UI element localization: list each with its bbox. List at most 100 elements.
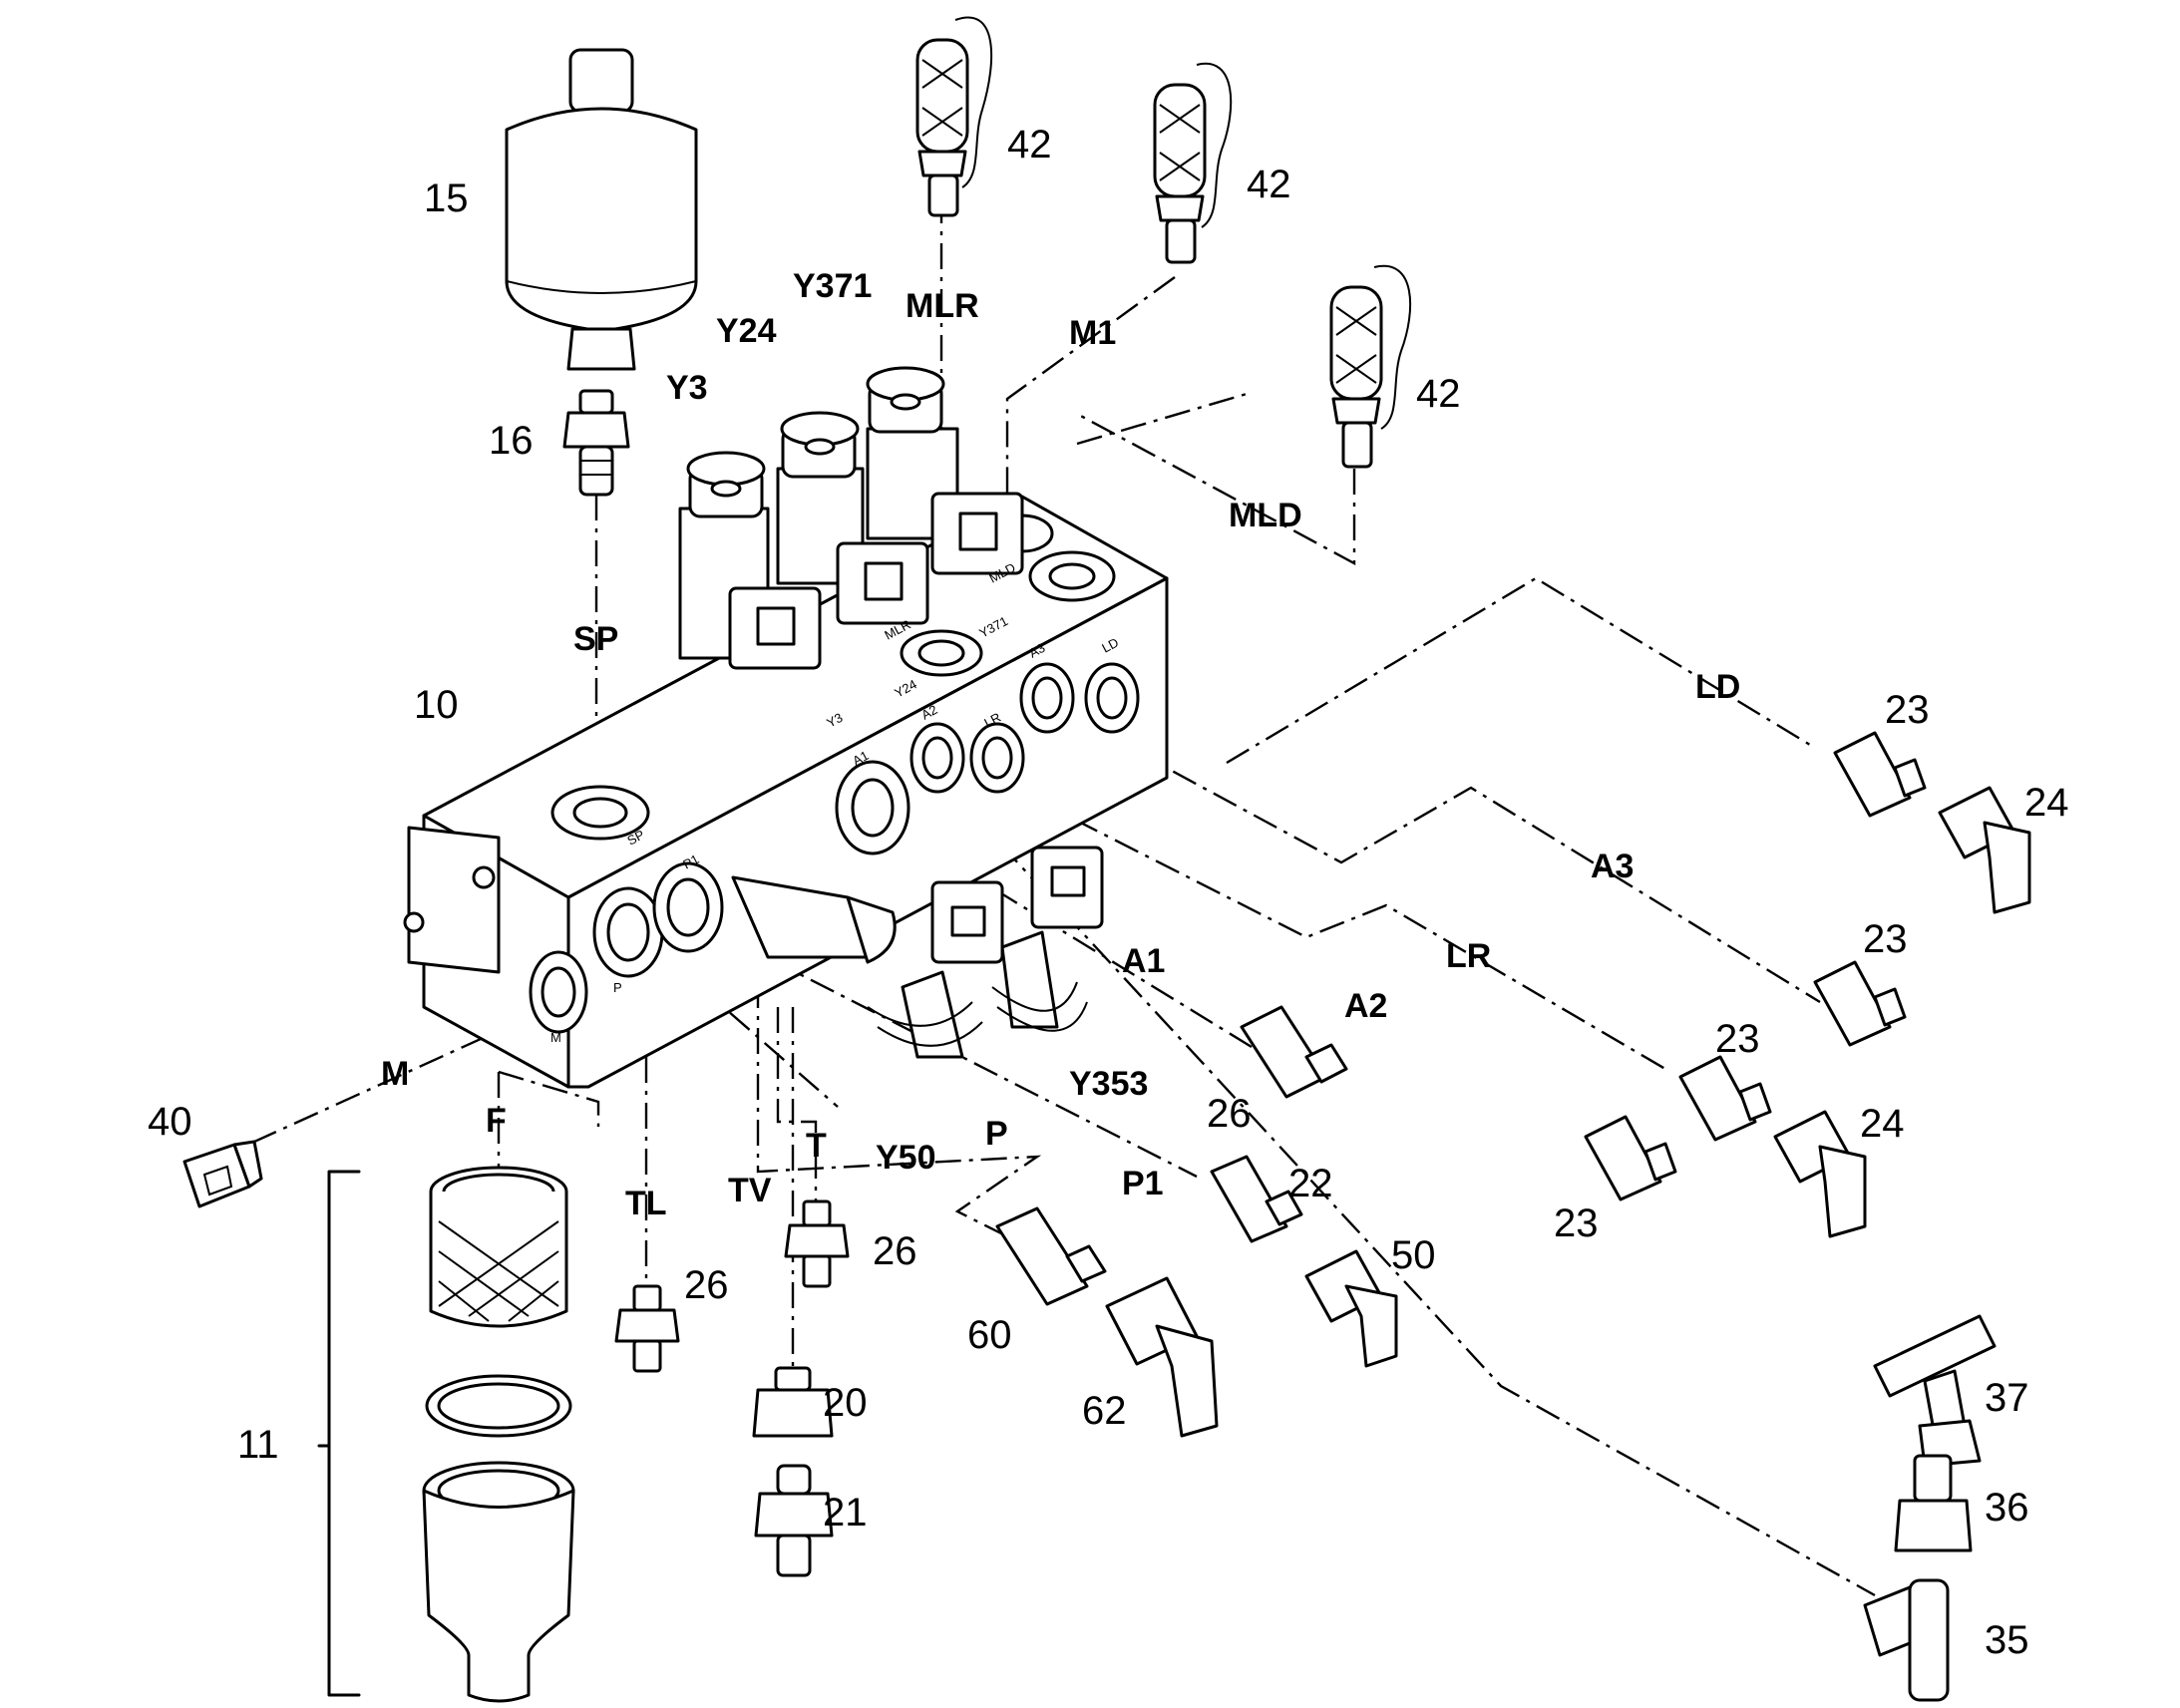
- m1-line: [1005, 276, 1176, 513]
- label-tl: TL: [625, 1185, 667, 1222]
- label-a1: A1: [1122, 942, 1165, 980]
- engraving-a1: A1: [850, 748, 871, 769]
- label-f: F: [486, 1102, 507, 1140]
- fitting-60: [995, 1206, 1107, 1306]
- engraving-p1: P1: [680, 852, 701, 872]
- label-mld: MLD: [1229, 497, 1302, 534]
- engraving-p: P: [613, 980, 622, 995]
- fitting-26-a1: [1240, 1005, 1348, 1099]
- part-26-a: 26: [1207, 1092, 1252, 1136]
- label-a2: A2: [1344, 987, 1387, 1025]
- part-23-a: 23: [1885, 688, 1930, 732]
- plug-40: [182, 1140, 263, 1208]
- t-line: [776, 1007, 818, 1206]
- fittings: [614, 731, 2031, 1702]
- label-tv: TV: [728, 1172, 772, 1209]
- fitting-22: [1210, 1155, 1303, 1243]
- part-35: 35: [1985, 1618, 2029, 1662]
- solenoid-y3: [678, 451, 822, 670]
- label-m: M: [381, 1055, 409, 1093]
- part-21: 21: [823, 1491, 868, 1535]
- fitting-36: [1894, 1454, 1973, 1552]
- label-y24: Y24: [716, 312, 777, 350]
- part-50: 50: [1391, 1233, 1436, 1277]
- label-mlr: MLR: [906, 287, 979, 325]
- label-m1: M1: [1069, 314, 1116, 352]
- accumulator: [505, 48, 698, 371]
- fitting-23-d: [1584, 1115, 1677, 1201]
- test-coupling-42-a: [915, 16, 993, 217]
- part-36: 36: [1985, 1486, 2029, 1530]
- label-y371: Y371: [793, 267, 872, 305]
- label-y50: Y50: [876, 1139, 936, 1177]
- elbow-24-a: [1938, 786, 2031, 914]
- part-42-c: 42: [1416, 372, 1461, 416]
- fitting-16: [562, 389, 630, 497]
- fitting-20: [752, 1366, 834, 1438]
- engraving-sp: SP: [624, 827, 646, 848]
- test-coupling-42-c: [1329, 264, 1411, 469]
- label-y3: Y3: [666, 369, 708, 407]
- part-62: 62: [1082, 1389, 1127, 1433]
- elbow-50: [1304, 1249, 1398, 1368]
- label-a3: A3: [1591, 848, 1634, 885]
- part-24-a: 24: [2024, 781, 2069, 825]
- part-26-c: 26: [873, 1229, 917, 1273]
- fitting-21: [754, 1464, 834, 1577]
- label-p: P: [985, 1115, 1008, 1153]
- label-lr: LR: [1446, 937, 1491, 975]
- part-23-d: 23: [1554, 1201, 1599, 1245]
- part-60: 60: [967, 1313, 1012, 1357]
- f-route-line: [498, 1070, 600, 1127]
- label-y353: Y353: [1069, 1065, 1148, 1103]
- label-ld: LD: [1695, 668, 1740, 706]
- part-16: 16: [489, 419, 534, 463]
- engraving-lr: LR: [981, 710, 1003, 731]
- port-labels: SP Y3 Y24 Y371 MLR M1 MLD LD A3 LR A1 A2…: [381, 267, 1740, 1222]
- label-p1: P1: [1122, 1165, 1164, 1202]
- solenoid-y371: [866, 366, 1024, 575]
- a2-line: [936, 775, 1876, 1597]
- part-23-b: 23: [1863, 917, 1908, 961]
- engraving-y3: Y3: [824, 710, 845, 731]
- part-23-c: 23: [1715, 1017, 1760, 1061]
- a3-line: [1051, 704, 1821, 1004]
- part-37: 37: [1985, 1376, 2029, 1420]
- part-40: 40: [148, 1100, 192, 1144]
- part-24-b: 24: [1860, 1102, 1905, 1146]
- elbow-24-b: [1773, 1110, 1867, 1238]
- engraving-a2: A2: [918, 702, 939, 723]
- filter-assembly: [317, 1166, 575, 1703]
- mld-upper: [1076, 392, 1248, 446]
- lr-line: [991, 776, 1671, 1074]
- part-11: 11: [237, 1423, 279, 1467]
- tee-37: [1873, 1314, 1997, 1468]
- part-42-a: 42: [1007, 123, 1052, 167]
- part-number-labels: 10 11 15 16 20 21 22 23 23 23 23 24 24 2…: [148, 123, 2069, 1662]
- elbow-62: [1105, 1276, 1219, 1438]
- valve-block: A1 A2 LR A3 LD Y3 Y24 Y371 MLR MLD SP P …: [403, 366, 1169, 1089]
- fitting-23-b: [1813, 960, 1907, 1047]
- p-route-line: [756, 982, 1048, 1258]
- a1-line: [877, 816, 1253, 1049]
- label-sp: SP: [573, 620, 618, 658]
- engraving-a3: A3: [1026, 640, 1047, 661]
- part-15: 15: [424, 176, 469, 220]
- part-42-b: 42: [1247, 163, 1291, 206]
- part-20: 20: [823, 1381, 868, 1425]
- fitting-35: [1863, 1578, 1950, 1702]
- mld-line: [1076, 412, 1356, 566]
- engraving-m: M: [550, 1030, 561, 1045]
- fitting-23-c: [1678, 1055, 1772, 1142]
- part-26-b: 26: [684, 1263, 729, 1307]
- test-coupling-42-b: [1153, 62, 1233, 264]
- front-ports: [529, 662, 1140, 1034]
- fitting-26-tl: [614, 1284, 680, 1373]
- solenoid-y24: [776, 411, 929, 625]
- label-t: T: [806, 1127, 827, 1165]
- part-10: 10: [414, 683, 459, 727]
- part-22: 22: [1288, 1162, 1333, 1205]
- fitting-23-a: [1833, 731, 1927, 818]
- engraving-ld: LD: [1099, 635, 1121, 656]
